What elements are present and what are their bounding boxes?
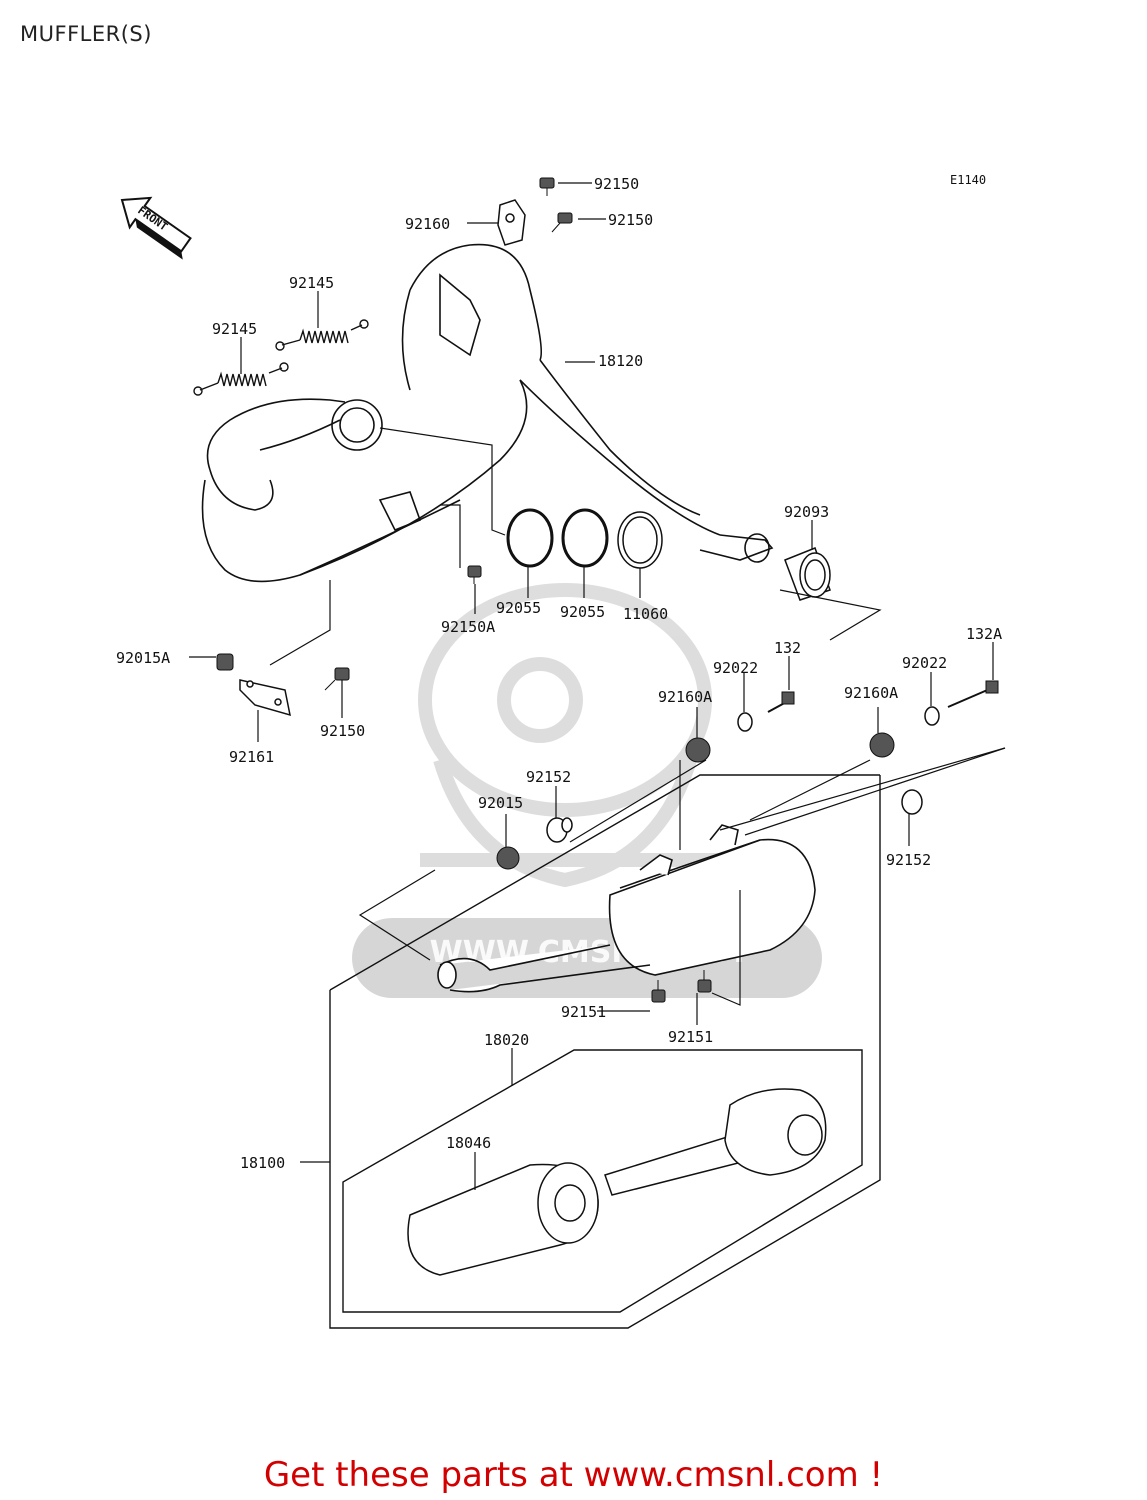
label-18100: 18100 (240, 1154, 285, 1172)
exhaust-pipe-18120 (201, 243, 774, 583)
label-92152-b: 92152 (886, 851, 931, 869)
muffler-body (437, 824, 816, 993)
spring-92145-lower (193, 362, 289, 396)
watermark-logo (418, 583, 720, 888)
label-92160A-a: 92160A (658, 688, 712, 706)
label-92145-b: 92145 (212, 320, 257, 338)
label-18020: 18020 (484, 1031, 529, 1049)
label-92015A: 92015A (116, 649, 170, 667)
diagram-code: E1140 (950, 173, 986, 187)
bracket-92160 (497, 199, 526, 246)
grommet-92160A-b (869, 732, 895, 758)
label-92150-low: 92150 (320, 722, 365, 740)
label-18046: 18046 (446, 1134, 491, 1152)
bolt-92150-top (539, 177, 555, 196)
grommet-92160A-a (685, 737, 711, 763)
label-92151-b: 92151 (668, 1028, 713, 1046)
label-132: 132 (774, 639, 801, 657)
label-92150-top: 92150 (594, 175, 639, 193)
label-92022-a: 92022 (713, 659, 758, 677)
washer-92022-a (737, 712, 753, 732)
end-cap (724, 1088, 827, 1176)
label-92152-a: 92152 (526, 768, 571, 786)
bolt-92151-a (651, 980, 666, 1003)
label-11060: 11060 (623, 605, 668, 623)
bolt-92150A (467, 565, 482, 584)
label-92150A: 92150A (441, 618, 495, 636)
page-title: MUFFLER(S) (20, 22, 152, 46)
label-92160A-b: 92160A (844, 684, 898, 702)
gasket-11060 (617, 511, 663, 569)
spring-92145-upper (275, 319, 369, 351)
label-92161: 92161 (229, 748, 274, 766)
bolt-92150-low (324, 667, 350, 691)
label-92150-mid: 92150 (608, 211, 653, 229)
leader-lines (189, 182, 1006, 1190)
label-92145-a: 92145 (289, 274, 334, 292)
group-outline-18020 (342, 1049, 863, 1313)
silencer-packing-18046 (407, 1162, 599, 1276)
group-outline-18100 (329, 774, 881, 1329)
bolt-132A (947, 680, 999, 708)
nut-92015 (496, 846, 520, 870)
collar-92152-a (546, 817, 573, 843)
label-92015: 92015 (478, 794, 523, 812)
label-92160: 92160 (405, 215, 450, 233)
label-132A: 132A (966, 625, 1002, 643)
bracket-92161 (239, 679, 291, 717)
label-92151-a: 92151 (561, 1003, 606, 1021)
footer-link[interactable]: Get these parts at www.cmsnl.com ! (263, 1455, 884, 1495)
bolt-92151-b (697, 970, 712, 993)
label-92022-b: 92022 (902, 654, 947, 672)
joint-92093 (784, 547, 831, 601)
bolt-92150-mid (551, 212, 573, 233)
nut-92015A (216, 653, 234, 671)
gasket-92055-b (561, 508, 609, 568)
washer-92022-b (924, 706, 940, 726)
label-92055-a: 92055 (496, 599, 541, 617)
label-18120: 18120 (598, 352, 643, 370)
front-arrow-icon (120, 196, 192, 260)
bolt-132 (767, 691, 795, 713)
label-92093: 92093 (784, 503, 829, 521)
label-92055-b: 92055 (560, 603, 605, 621)
footer-banner: Get these parts at www.cmsnl.com ! (0, 1455, 1147, 1495)
gasket-92055-a (506, 508, 554, 568)
collar-92152-b (901, 789, 923, 815)
